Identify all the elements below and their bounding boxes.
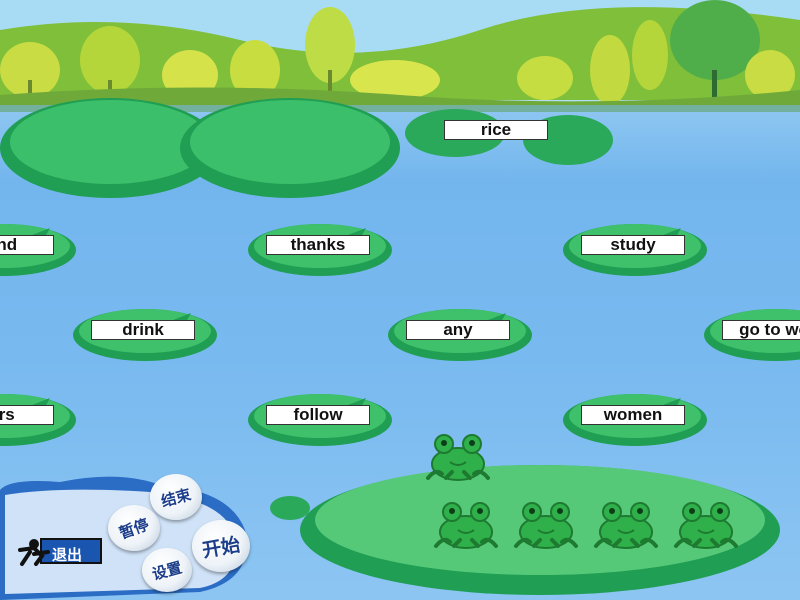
end-button[interactable]: 结束 [150,474,202,520]
frog-icon[interactable] [510,498,582,550]
pause-button[interactable]: 暂停 [108,505,160,551]
word-lily-pad-rice[interactable]: rice [424,101,574,161]
word-lily-pad-ers[interactable]: ers [0,386,80,446]
word-label[interactable]: end [0,235,54,255]
frog-icon[interactable] [430,498,502,550]
start-button[interactable]: 开始 [192,520,250,572]
top-lily-pads [0,98,613,198]
word-lily-pad-thanks[interactable]: thanks [246,216,396,276]
word-label[interactable]: study [581,235,685,255]
word-lily-pad-go-to-work[interactable]: go to wo [702,301,800,361]
settings-button-label: 设置 [150,557,184,584]
frog-icon[interactable] [422,430,494,482]
start-button-label: 开始 [200,533,242,562]
word-lily-pad-any[interactable]: any [386,301,536,361]
exit-button-label: 退出 [52,546,83,564]
tree-line [0,0,795,105]
word-lily-pad-women[interactable]: women [561,386,711,446]
pause-button-label: 暂停 [116,514,152,543]
word-lily-pad-end[interactable]: end [0,216,80,276]
word-label[interactable]: ers [0,405,54,425]
word-label[interactable]: women [581,405,685,425]
word-label[interactable]: go to wo [722,320,800,340]
word-label[interactable]: thanks [266,235,370,255]
frog-icon[interactable] [670,498,742,550]
settings-button[interactable]: 设置 [142,548,192,592]
word-lily-pad-drink[interactable]: drink [71,301,221,361]
word-lily-pad-follow[interactable]: follow [246,386,396,446]
word-label[interactable]: follow [266,405,370,425]
frog-icon[interactable] [590,498,662,550]
word-label[interactable]: drink [91,320,195,340]
end-button-label: 结束 [159,484,193,511]
exit-button-shape [18,538,102,566]
word-label[interactable]: any [406,320,510,340]
exit-button[interactable]: 退出 [12,534,104,574]
running-man-icon [18,539,50,566]
word-label[interactable]: rice [444,120,548,140]
word-lily-pad-study[interactable]: study [561,216,711,276]
